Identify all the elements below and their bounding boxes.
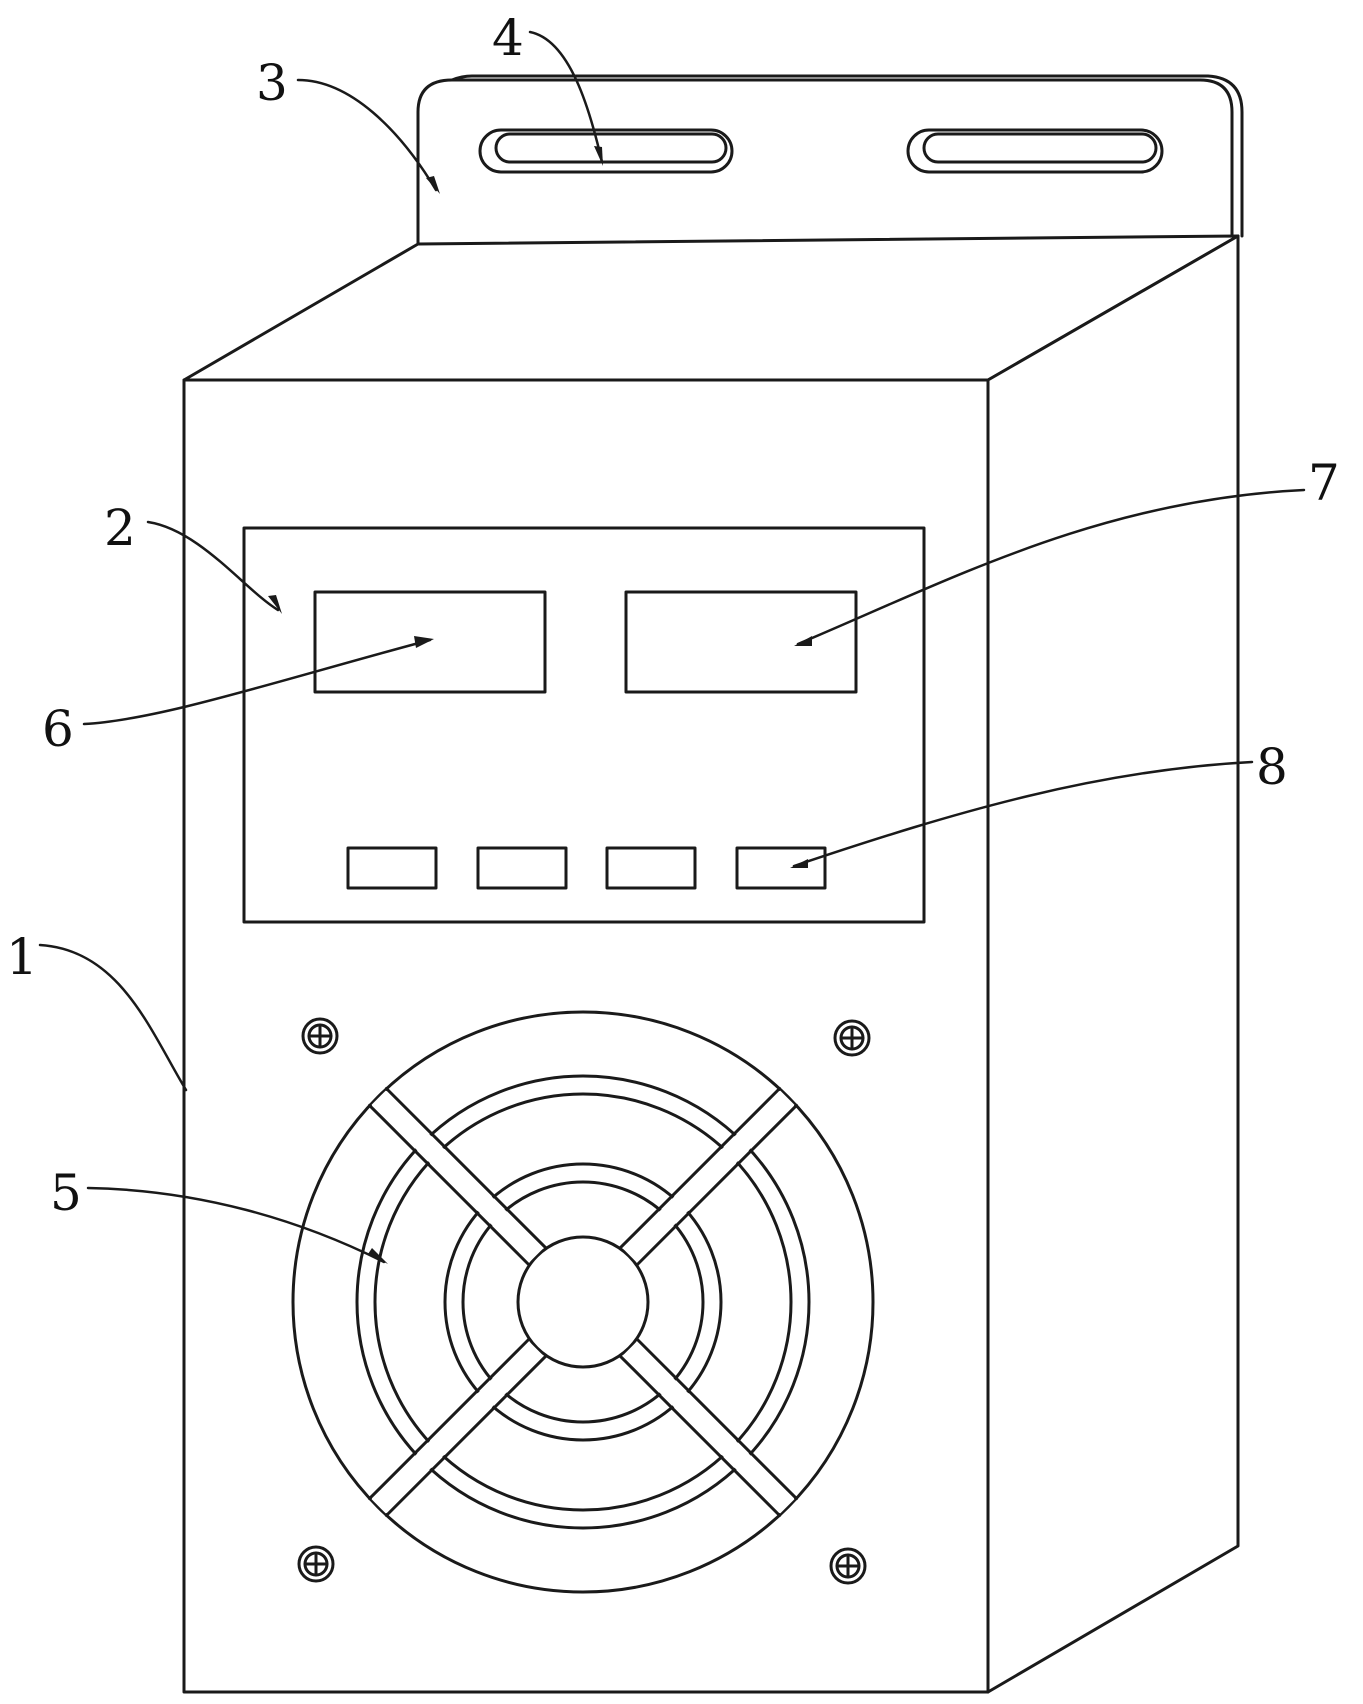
callout-2: 2 xyxy=(104,499,136,557)
callout-8: 8 xyxy=(1256,738,1288,796)
mounting-slot-left xyxy=(480,130,732,172)
callout-5: 5 xyxy=(50,1164,82,1222)
mounting-bracket xyxy=(418,76,1242,244)
callout-4: 4 xyxy=(492,9,524,67)
callout-3: 3 xyxy=(256,54,288,112)
screw-icon xyxy=(835,1021,869,1055)
screw-icon xyxy=(831,1549,865,1583)
callout-7: 7 xyxy=(1308,454,1340,512)
housing-side-face xyxy=(988,236,1238,1692)
callout-1: 1 xyxy=(6,928,38,986)
screw-icon xyxy=(303,1019,337,1053)
screw-icon xyxy=(299,1547,333,1581)
housing xyxy=(184,236,1238,1692)
mounting-slot-right xyxy=(908,130,1162,172)
callout-6: 6 xyxy=(42,700,74,758)
